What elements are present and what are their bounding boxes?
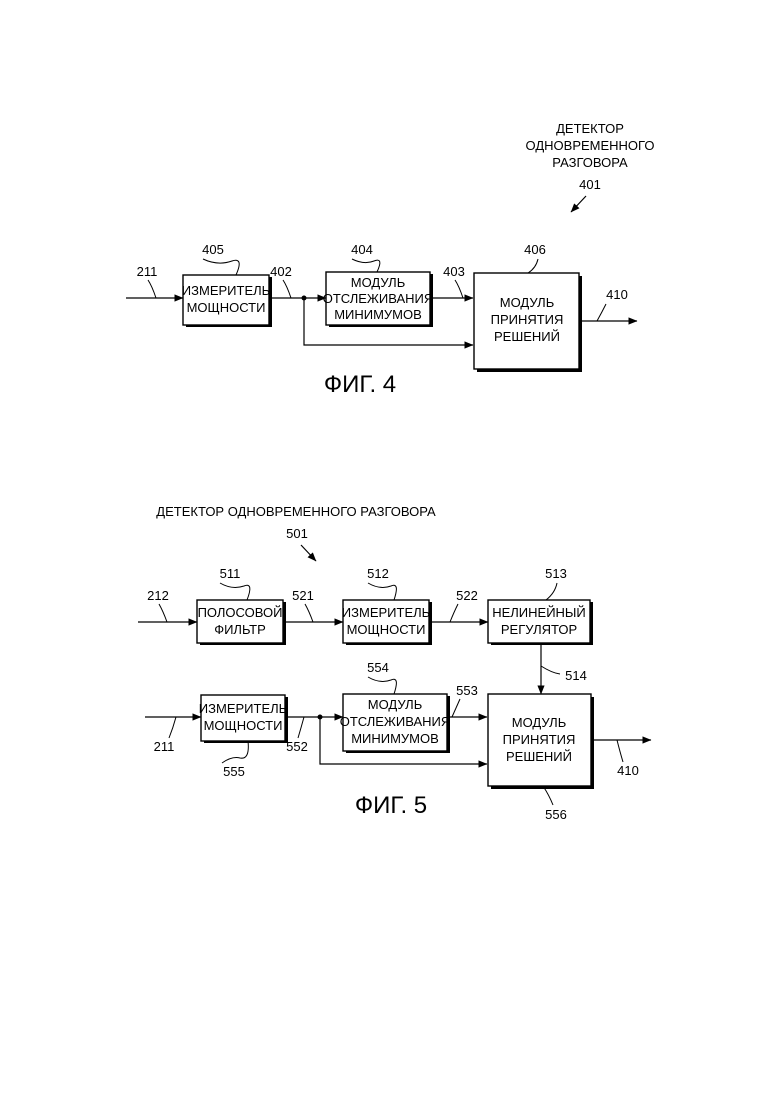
fig5-top-power-meter-leader	[368, 583, 396, 600]
fig4-detector-label: ДЕТЕКТОР ОДНОВРЕМЕННОГО РАЗГОВОРА 401	[526, 121, 655, 212]
fig5-top-power-meter-line2: МОЩНОСТИ	[347, 622, 426, 637]
fig5-nonlinear-regulator-line2: РЕГУЛЯТОР	[501, 622, 577, 637]
fig4-decision-line3: РЕШЕНИЙ	[494, 329, 560, 344]
fig5-regulator-output-leader	[541, 666, 560, 674]
fig5-caption: ФИГ. 5	[355, 792, 427, 819]
fig5-bandpass-line2: ФИЛЬТР	[214, 622, 266, 637]
fig5-power-bottom-ref: 552	[286, 739, 308, 754]
fig5-min-tracker-ref: 554	[367, 660, 389, 675]
fig4-output-leader	[597, 304, 606, 321]
fig4-min-tracker-ref: 404	[351, 242, 373, 257]
fig5-output-leader	[617, 740, 623, 762]
fig4-decision-line2: ПРИНЯТИЯ	[491, 312, 564, 327]
fig5-top-power-meter-line1: ИЗМЕРИТЕЛЬ	[342, 605, 430, 620]
fig4-detector-pointer-arrow	[571, 196, 586, 212]
fig5-filtered-leader	[305, 604, 313, 622]
fig5-min-ref: 553	[456, 683, 478, 698]
fig5-min-tracker-line1: МОДУЛЬ	[368, 697, 423, 712]
fig5-top-input-leader	[159, 604, 167, 622]
fig4-power-meter-line1: ИЗМЕРИТЕЛЬ	[182, 283, 270, 298]
fig5-top-input-ref: 212	[147, 588, 169, 603]
fig4-decision-leader	[528, 259, 538, 273]
fig5-nonlinear-regulator-leader	[546, 583, 557, 600]
fig4-min-tracker-leader	[352, 259, 380, 272]
figure-4: ДЕТЕКТОР ОДНОВРЕМЕННОГО РАЗГОВОРА 401 21…	[126, 121, 654, 398]
fig5-bottom-power-meter-line2: МОЩНОСТИ	[204, 718, 283, 733]
fig4-decision-line1: МОДУЛЬ	[500, 295, 555, 310]
fig4-power-meter-leader	[203, 259, 239, 275]
fig5-decision-line2: ПРИНЯТИЯ	[503, 732, 576, 747]
fig4-min-tracker-line1: МОДУЛЬ	[351, 275, 406, 290]
fig4-detector-ref: 401	[579, 177, 601, 192]
fig5-power-top-ref: 522	[456, 588, 478, 603]
fig5-power-top-leader	[450, 604, 458, 622]
fig4-power-meter-ref: 405	[202, 242, 224, 257]
fig5-output-ref: 410	[617, 763, 639, 778]
fig4-power-meter-line2: МОЩНОСТИ	[187, 300, 266, 315]
fig4-detector-title-line2: ОДНОВРЕМЕННОГО	[526, 138, 655, 153]
fig4-output-ref: 410	[606, 287, 628, 302]
fig5-decision-line1: МОДУЛЬ	[512, 715, 567, 730]
fig5-decision-line3: РЕШЕНИЙ	[506, 749, 572, 764]
fig4-min-tracker-line2: ОТСЛЕЖИВАНИЯ	[323, 291, 434, 306]
fig4-min-tracker-line3: МИНИМУМОВ	[334, 307, 422, 322]
fig4-decision-ref: 406	[524, 242, 546, 257]
fig5-detector-title: ДЕТЕКТОР ОДНОВРЕМЕННОГО РАЗГОВОРА	[156, 504, 436, 519]
fig4-min-ref: 403	[443, 264, 465, 279]
fig5-nonlinear-regulator-line1: НЕЛИНЕЙНЫЙ	[492, 605, 586, 620]
fig5-bandpass-leader	[220, 583, 250, 600]
fig5-bandpass-line1: ПОЛОСОВОЙ	[198, 605, 283, 620]
fig5-power-bottom-leader	[298, 717, 304, 738]
fig5-top-power-meter-ref: 512	[367, 566, 389, 581]
fig5-bottom-input-leader	[169, 717, 176, 738]
fig5-decision-ref: 556	[545, 807, 567, 822]
fig5-min-tracker-line3: МИНИМУМОВ	[351, 731, 439, 746]
fig4-min-leader	[455, 280, 463, 298]
fig5-min-tracker-line2: ОТСЛЕЖИВАНИЯ	[340, 714, 451, 729]
fig5-detector-pointer-arrow	[301, 545, 316, 561]
fig5-bandpass-ref: 511	[220, 566, 241, 581]
fig5-regulator-output-ref: 514	[565, 668, 587, 683]
fig4-power-ref: 402	[270, 264, 292, 279]
fig5-bottom-power-meter-line1: ИЗМЕРИТЕЛЬ	[199, 701, 287, 716]
fig5-bottom-power-meter-leader	[222, 741, 248, 763]
fig5-bottom-input-ref: 211	[154, 739, 175, 754]
fig4-caption: ФИГ. 4	[324, 371, 396, 398]
fig5-min-tracker-leader	[368, 677, 396, 694]
fig5-nonlinear-regulator-ref: 513	[545, 566, 567, 581]
fig5-min-leader	[452, 699, 460, 717]
fig5-filtered-ref: 521	[292, 588, 314, 603]
fig4-input-leader	[148, 280, 156, 298]
fig5-detector-ref: 501	[286, 526, 308, 541]
fig4-input-ref: 211	[137, 264, 158, 279]
figure-5: ДЕТЕКТОР ОДНОВРЕМЕННОГО РАЗГОВОРА 501 21…	[138, 504, 651, 822]
fig4-power-leader	[283, 280, 291, 298]
fig5-bottom-power-meter-ref: 555	[223, 764, 245, 779]
fig4-detector-title-line1: ДЕТЕКТОР	[556, 121, 624, 136]
fig4-detector-title-line3: РАЗГОВОРА	[552, 155, 628, 170]
